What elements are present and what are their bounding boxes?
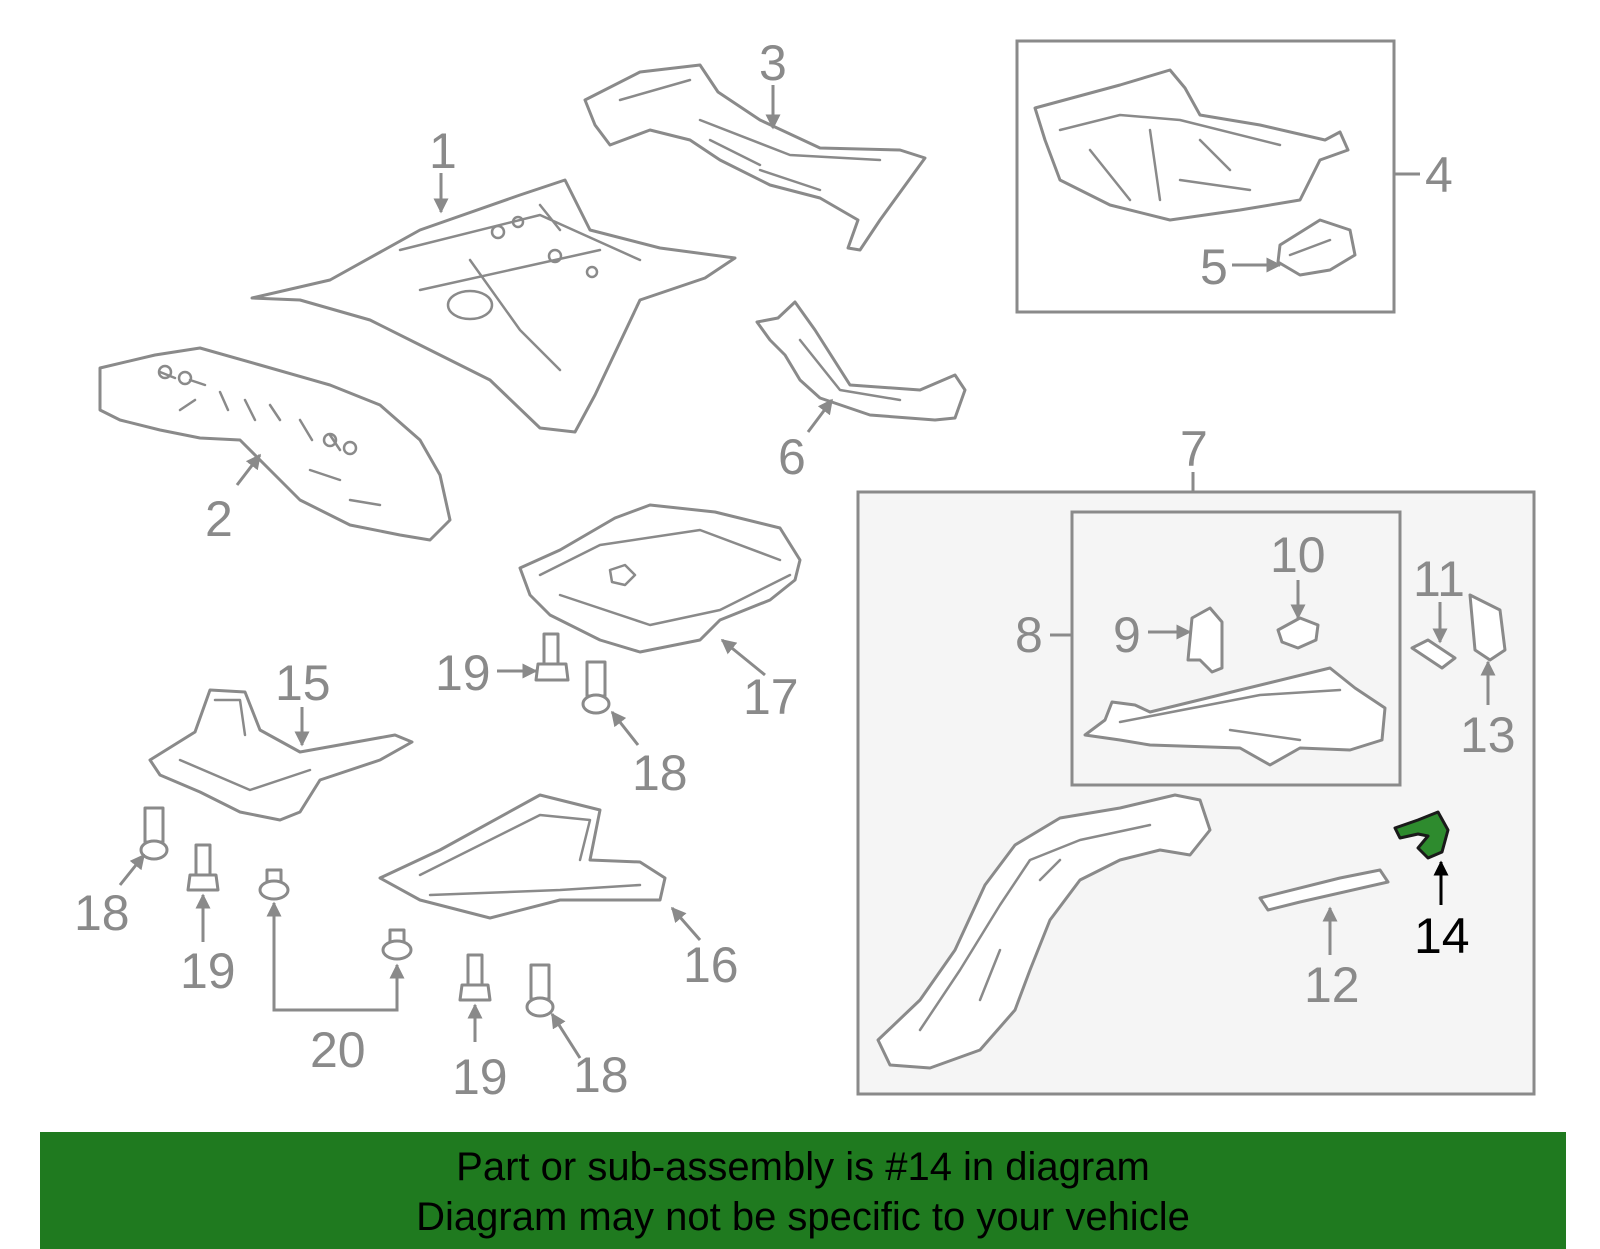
callout-2: 2 xyxy=(205,491,233,547)
callout-19c: 19 xyxy=(452,1049,508,1105)
part-6-reinforcement[interactable] xyxy=(755,300,967,422)
callout-5: 5 xyxy=(1200,239,1228,295)
fastener-20-left[interactable] xyxy=(258,868,290,901)
banner-line-2: Diagram may not be specific to your vehi… xyxy=(416,1195,1190,1239)
callout-4: 4 xyxy=(1425,147,1453,203)
part-1-rear-floor-pan[interactable] xyxy=(250,178,737,434)
part-17-floor-tub[interactable] xyxy=(518,503,802,654)
callout-12: 12 xyxy=(1304,957,1360,1013)
part-16-undercover[interactable] xyxy=(378,793,667,920)
leader-2 xyxy=(235,453,262,486)
part-3-crossmember[interactable] xyxy=(583,63,927,252)
callout-3: 3 xyxy=(759,35,787,91)
part-4-floor-assembly[interactable] xyxy=(1033,68,1350,222)
part-12-rail[interactable] xyxy=(1258,868,1390,912)
fastener-18-left[interactable] xyxy=(139,806,169,861)
callout-15: 15 xyxy=(275,655,331,711)
fastener-20-right[interactable] xyxy=(381,928,413,961)
callout-8: 8 xyxy=(1015,607,1043,663)
callout-11: 11 xyxy=(1413,551,1465,607)
part-9-bracket[interactable] xyxy=(1186,606,1224,674)
leader-20 xyxy=(266,901,405,1012)
part-15-extension[interactable] xyxy=(148,688,414,822)
leader-18b xyxy=(118,853,146,886)
leader-6 xyxy=(806,398,834,433)
callout-10: 10 xyxy=(1270,527,1326,583)
callout-1: 1 xyxy=(429,123,457,179)
callout-16: 16 xyxy=(683,937,739,993)
part-13-bracket[interactable] xyxy=(1468,593,1507,662)
fastener-18-upper[interactable] xyxy=(581,660,611,715)
callout-19a: 19 xyxy=(435,645,491,701)
leader-18c xyxy=(550,1012,582,1059)
callout-17: 17 xyxy=(743,669,799,725)
part-5-bracket[interactable] xyxy=(1276,218,1357,277)
part-14-highlighted[interactable] xyxy=(1393,810,1450,860)
info-banner: Part or sub-assembly is #14 in diagram D… xyxy=(40,1132,1566,1249)
callout-6: 6 xyxy=(778,429,806,485)
fastener-18-bottom[interactable] xyxy=(525,963,555,1018)
callout-14: 14 xyxy=(1414,908,1470,964)
callout-18c: 18 xyxy=(573,1047,629,1103)
callout-20: 20 xyxy=(310,1022,366,1078)
fastener-19-upper[interactable] xyxy=(534,632,570,682)
callout-7: 7 xyxy=(1180,421,1208,477)
callout-9: 9 xyxy=(1113,607,1141,663)
fastener-19-bottom[interactable] xyxy=(458,953,492,1002)
leader-17 xyxy=(720,638,766,677)
group-box-4 xyxy=(1015,39,1396,314)
callout-13: 13 xyxy=(1460,707,1516,763)
part-2-rear-panel[interactable] xyxy=(98,346,452,542)
part-7-wheelhouse-inner[interactable] xyxy=(876,793,1212,1070)
leader-16 xyxy=(670,906,702,941)
callout-18a: 18 xyxy=(632,745,688,801)
leader-18a xyxy=(610,710,640,746)
callout-18b: 18 xyxy=(74,885,130,941)
part-11-bracket[interactable] xyxy=(1410,638,1457,670)
callout-19b: 19 xyxy=(180,943,236,999)
part-8-side-frame[interactable] xyxy=(1083,666,1387,767)
banner-line-1: Part or sub-assembly is #14 in diagram xyxy=(456,1145,1150,1189)
fastener-19-left[interactable] xyxy=(186,843,220,892)
